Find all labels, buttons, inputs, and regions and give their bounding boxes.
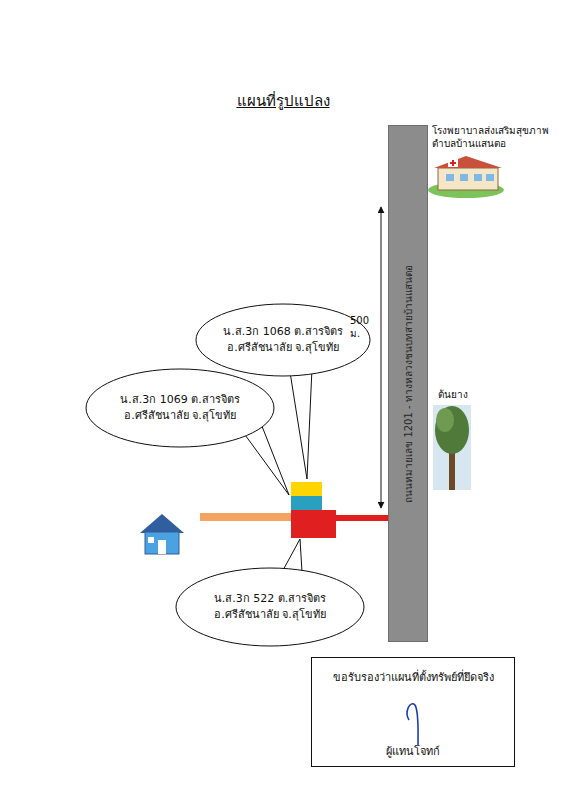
access-path [200, 513, 291, 521]
map-title: แผนที่รูปแปลง [0, 92, 566, 112]
deed-label: น.ส.3ก 1069 ต.สารจิตร อ.ศรีสัชนาลัย จ.สุ… [111, 392, 249, 425]
deed-label: น.ส.3ก 522 ต.สารจิตร อ.ศรีสัชนาลัย จ.สุโ… [201, 591, 339, 624]
callout-bubble: น.ส.3ก 1069 ต.สารจิตร อ.ศรีสัชนาลัย จ.สุ… [85, 368, 275, 448]
tree-icon [433, 405, 471, 490]
dimension-label: 500 ม. [350, 314, 380, 340]
road-band: ถนนหมายเลข 1201 - ทางหลวงชนบทสายบ้านแสนต… [388, 125, 428, 642]
land-plot [291, 496, 322, 510]
certification-text: ขอรับรองว่าแผนที่ตั้งทรัพย์ที่ยึดจริง [333, 668, 494, 686]
bubble-ellipse [196, 304, 370, 376]
callout-bubble: น.ส.3ก 522 ต.สารจิตร อ.ศรีสัชนาลัย จ.สุโ… [175, 567, 365, 647]
callout-pointer [290, 368, 312, 479]
deed-label: น.ส.3ก 1068 ต.สารจิตร อ.ศรีสัชนาลัย จ.สุ… [221, 324, 345, 357]
callout-pointer [282, 539, 302, 572]
road-name: ถนนหมายเลข 1201 - ทางหลวงชนบทสายบ้านแสนต… [401, 265, 416, 503]
hospital-icon [428, 156, 504, 198]
certification-box: ขอรับรองว่าแผนที่ตั้งทรัพย์ที่ยึดจริงผู้… [311, 657, 515, 767]
distance-arrow [381, 207, 382, 508]
bubble-outline [195, 303, 371, 377]
callout-bubble: น.ส.3ก 1068 ต.สารจิตร อ.ศรีสัชนาลัย จ.สุ… [195, 303, 371, 377]
land-plot [291, 510, 336, 538]
bubble-ellipse [176, 568, 364, 646]
place-label: โรงพยาบาลส่งเสริมสุขภาพ ตำบลบ้านแสนตอ [432, 124, 557, 150]
tree-label: ต้นยาง [438, 388, 498, 401]
signature [407, 704, 418, 745]
bubble-outline [175, 567, 365, 647]
bubble-content: น.ส.3ก 1068 ต.สารจิตร อ.ศรีสัชนาลัย จ.สุ… [195, 303, 371, 377]
bubble-content: น.ส.3ก 522 ต.สารจิตร อ.ศรีสัชนาลัย จ.สุโ… [175, 567, 365, 647]
bubble-ellipse [86, 369, 274, 447]
bubble-outline [85, 368, 275, 448]
bubble-content: น.ส.3ก 1069 ต.สารจิตร อ.ศรีสัชนาลัย จ.สุ… [85, 368, 275, 448]
signer-title: ผู้แทนโจทก์ [386, 742, 440, 760]
access-path [336, 515, 388, 521]
land-plot [291, 482, 322, 496]
house-icon [140, 514, 184, 554]
